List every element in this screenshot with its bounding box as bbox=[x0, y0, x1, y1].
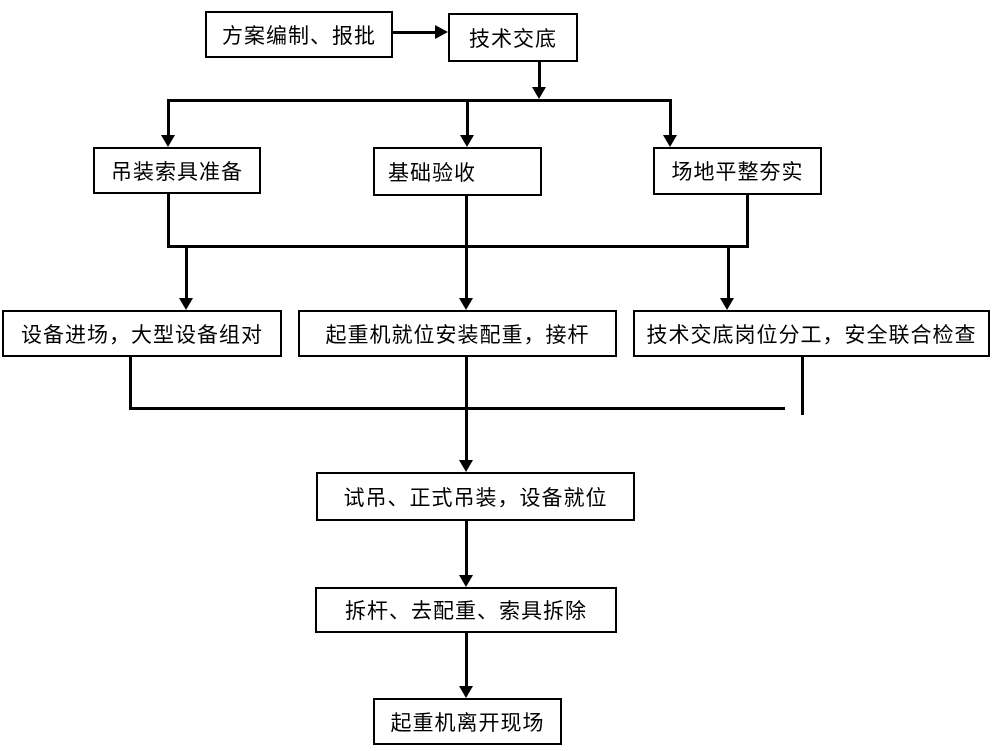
arrowhead-down-icon bbox=[460, 135, 474, 147]
drop-to-briefing bbox=[727, 247, 730, 299]
node-label: 起重机就位安装配重，接杆 bbox=[325, 322, 590, 347]
flowchart-node-trial-formal-lifting: 试吊、正式吊装，设备就位 bbox=[316, 472, 635, 521]
distributor-line-1 bbox=[167, 99, 672, 102]
connector-plan-to-tech bbox=[393, 31, 436, 34]
flowchart-node-crane-departure: 起重机离开现场 bbox=[373, 698, 562, 745]
flowchart-node-plan-approval: 方案编制、报批 bbox=[205, 11, 393, 58]
arrowhead-down-icon bbox=[459, 460, 473, 472]
arrowhead-down-icon bbox=[720, 298, 734, 310]
node-label: 方案编制、报批 bbox=[222, 23, 376, 48]
node-label: 起重机离开现场 bbox=[390, 710, 545, 735]
node-label: 基础验收 bbox=[388, 160, 476, 185]
node-label: 设备进场，大型设备组对 bbox=[21, 322, 263, 347]
arrowhead-down-icon bbox=[663, 135, 677, 147]
flowchart-node-site-leveling: 场地平整夯实 bbox=[653, 147, 822, 195]
flowchart-node-crane-setup: 起重机就位安装配重，接杆 bbox=[298, 310, 617, 357]
drop-to-rigging bbox=[167, 100, 170, 136]
crane-down-to-lifting bbox=[465, 357, 468, 461]
node-label: 试吊、正式吊装，设备就位 bbox=[343, 485, 608, 510]
drop-to-crane bbox=[465, 247, 468, 299]
arrowhead-down-icon bbox=[532, 87, 546, 99]
node-label: 拆杆、去配重、索具拆除 bbox=[345, 599, 587, 623]
node-label: 技术交底 bbox=[469, 26, 557, 51]
rigging-down bbox=[167, 194, 170, 247]
briefing-down-stub bbox=[801, 357, 804, 415]
flowchart-node-foundation-acceptance: 基础验收 bbox=[373, 147, 542, 196]
flowchart-node-briefing-inspection: 技术交底岗位分工，安全联合检查 bbox=[633, 310, 990, 357]
node-label: 吊装索具准备 bbox=[111, 159, 243, 184]
drop-to-equipment bbox=[185, 247, 188, 299]
distributor-line-2 bbox=[167, 245, 749, 248]
flowchart-node-rigging-preparation: 吊装索具准备 bbox=[93, 147, 261, 194]
arrowhead-down-icon bbox=[161, 135, 175, 147]
node-label: 场地平整夯实 bbox=[671, 160, 804, 184]
lifting-down bbox=[465, 521, 468, 576]
arrowhead-down-icon bbox=[459, 298, 473, 310]
arrowhead-right-icon bbox=[435, 25, 448, 39]
site-down bbox=[746, 195, 749, 247]
drop-to-site bbox=[669, 101, 672, 136]
arrowhead-down-icon bbox=[179, 298, 193, 310]
flowchart-node-technical-disclosure: 技术交底 bbox=[448, 13, 578, 62]
foundation-down bbox=[465, 196, 468, 247]
arrowhead-down-icon bbox=[459, 575, 473, 587]
arrowhead-down-icon bbox=[459, 686, 473, 698]
flowchart-node-equipment-entry: 设备进场，大型设备组对 bbox=[2, 310, 282, 357]
equipment-down bbox=[129, 357, 132, 409]
merge-line bbox=[129, 407, 785, 410]
node-label: 技术交底岗位分工，安全联合检查 bbox=[646, 322, 977, 347]
dismantling-down bbox=[465, 633, 468, 687]
flowchart-node-dismantling: 拆杆、去配重、索具拆除 bbox=[315, 587, 617, 633]
connector-tech-down bbox=[538, 62, 541, 88]
drop-to-foundation bbox=[466, 101, 469, 136]
